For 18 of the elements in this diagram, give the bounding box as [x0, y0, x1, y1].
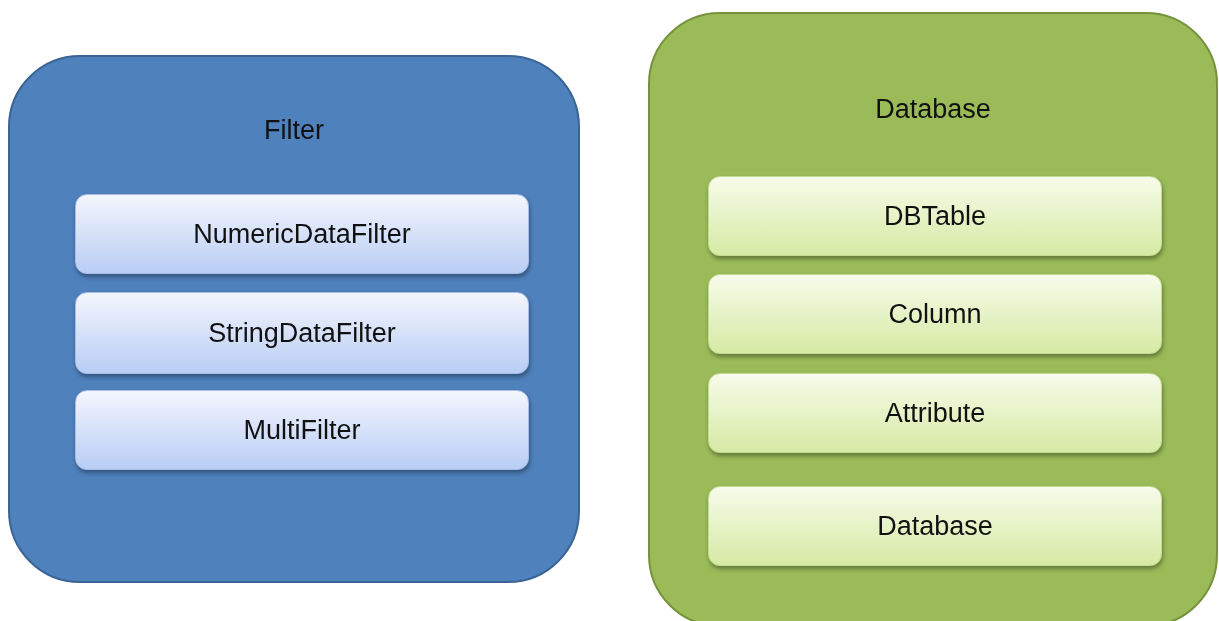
class-name: MultiFilter	[243, 414, 361, 446]
class-box	[708, 176, 1162, 256]
group-panel	[8, 55, 580, 583]
class-box	[75, 390, 529, 470]
class-name: DBTable	[883, 200, 987, 232]
class-box	[708, 486, 1162, 566]
class-name: Attribute	[884, 397, 986, 429]
class-name: Column	[888, 298, 982, 330]
group-title: Database	[874, 94, 992, 125]
class-box	[708, 274, 1162, 354]
class-box	[75, 194, 529, 274]
class-name: NumericDataFilter	[193, 218, 411, 250]
class-name: StringDataFilter	[208, 317, 396, 349]
class-box	[75, 292, 529, 374]
group-panel	[648, 12, 1218, 621]
class-name: Database	[877, 510, 993, 542]
group-title: Filter	[263, 115, 325, 146]
class-box	[708, 373, 1162, 453]
